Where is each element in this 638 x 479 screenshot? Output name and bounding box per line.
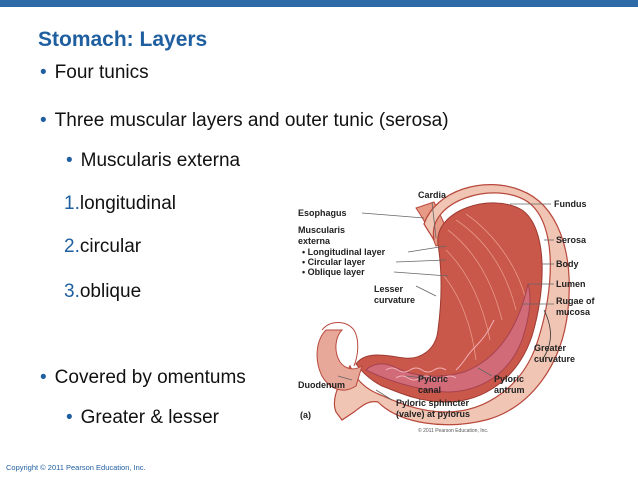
bullet-text: Greater & lesser [80,407,219,428]
label-serosa: Serosa [556,235,587,245]
label-pyloric-canal-2: canal [418,385,441,395]
label-greater-2: curvature [534,354,575,364]
label-greater-1: Greater [534,343,567,353]
leader-lines [337,201,554,401]
bullet-text: Four tunics [54,62,149,83]
slide-title: Stomach: Layers [38,28,208,51]
label-circular: • Circular layer [302,257,366,267]
bullet-text: Three muscular layers and outer tunic (s… [54,110,449,131]
item-text: longitudinal [79,193,176,214]
top-accent-bar [0,0,638,7]
item-number: 1. [64,193,80,214]
duodenum-shape [316,329,363,391]
bullet-glyph: • [66,407,73,428]
sub-bullet-muscularis: • Muscularis externa [66,150,240,172]
bullet-text: Muscularis externa [80,150,241,171]
figure-copyright: © 2011 Pearson Education, Inc. [418,427,488,434]
numbered-item-2: 2.circular [64,236,141,258]
label-pyloric-antrum-1: Pyloric [494,374,524,384]
label-rugae-2: mucosa [556,307,591,317]
label-lesser-2: curvature [374,295,415,305]
label-oblique: • Oblique layer [302,267,365,277]
bullet-text: Covered by omentums [54,367,246,388]
item-number: 2. [64,236,80,257]
label-pyloric-canal-1: Pyloric [418,374,448,384]
bullet-glyph: • [40,110,47,131]
bullet-glyph: • [40,62,47,83]
bullet-glyph: • [40,367,47,388]
label-body: Body [556,259,579,269]
rugae-folds [385,319,495,381]
item-number: 3. [64,281,80,302]
item-text: oblique [79,281,142,302]
label-cardia: Cardia [418,190,447,200]
greater-curvature-arrow [541,309,551,361]
label-fundus: Fundus [554,199,587,209]
bullet-omentums: • Covered by omentums [40,367,246,389]
label-sphincter-1: Pyloric sphincter [396,398,470,408]
label-rugae-1: Rugae of [556,296,596,306]
bullet-glyph: • [66,150,73,171]
label-sphincter-2: (valve) at pylorus [396,409,470,419]
stomach-figure: Cardia Fundus Esophagus Muscularis exter… [296,180,636,442]
label-muscularis-2: externa [298,236,331,246]
label-esophagus: Esophagus [298,208,347,218]
label-longitudinal: • Longitudinal layer [302,247,386,257]
muscle-fibers [443,213,527,361]
bullet-muscular-layers: • Three muscular layers and outer tunic (… [40,110,449,132]
label-duodenum: Duodenum [298,380,345,390]
numbered-item-1: 1.longitudinal [64,193,176,215]
label-panel-a: (a) [300,410,311,420]
duodenum-edge [321,322,359,367]
sub-bullet-greater-lesser: • Greater & lesser [66,407,219,429]
numbered-item-3: 3.oblique [64,281,141,303]
label-lesser-1: Lesser [374,284,404,294]
label-lumen: Lumen [556,279,586,289]
copyright-footer: Copyright © 2011 Pearson Education, Inc. [6,463,146,472]
item-text: circular [79,236,142,257]
serosa-layer [333,184,570,426]
stomach-illustration: Cardia Fundus Esophagus Muscularis exter… [298,184,596,434]
label-muscularis-1: Muscularis [298,225,345,235]
label-pyloric-antrum-2: antrum [494,385,525,395]
bullet-four-tunics: • Four tunics [40,62,149,84]
